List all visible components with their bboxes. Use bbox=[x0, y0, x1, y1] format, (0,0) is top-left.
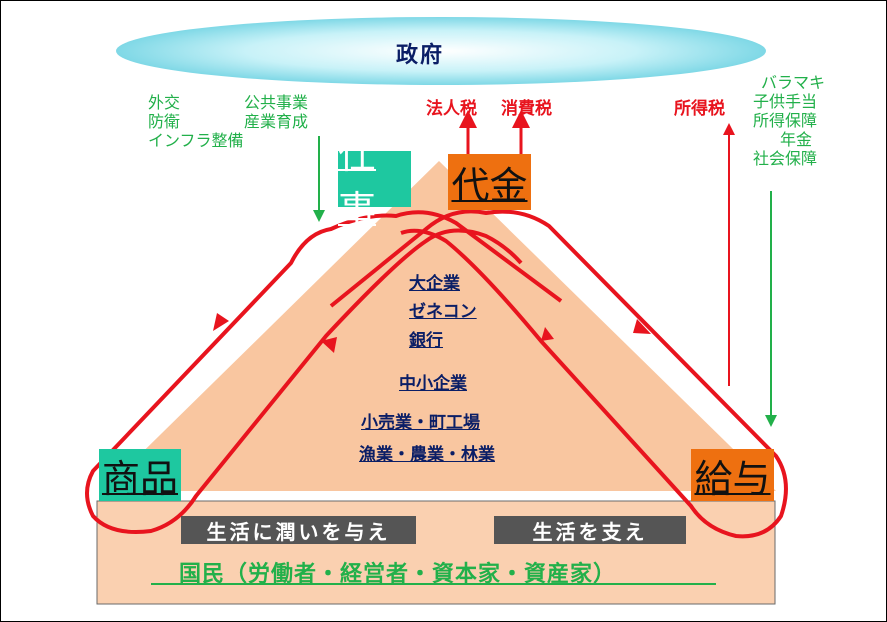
tier-primary-industry: 漁業・農業・林業 bbox=[359, 445, 495, 465]
banner-enrich-life: 生活に潤いを与え bbox=[181, 516, 416, 544]
policy-infrastructure: インフラ整備 bbox=[148, 131, 244, 150]
loop-arrowhead-left-down bbox=[213, 313, 229, 331]
loop-arrowhead-right-up bbox=[541, 327, 554, 341]
payment-salary-loop bbox=[329, 209, 788, 539]
welfare-pension: 年金 bbox=[780, 130, 813, 149]
welfare-social-security: 社会保障 bbox=[753, 149, 818, 168]
banner-support-life: 生活を支え bbox=[494, 516, 686, 544]
tier-large-enterprise: 大企業 bbox=[409, 274, 460, 294]
policy-industry-development: 産業育成 bbox=[244, 112, 309, 131]
work-box: 仕事 bbox=[338, 133, 411, 232]
pyramid bbox=[103, 161, 776, 491]
tier-general-contractor: ゼネコン bbox=[409, 302, 477, 322]
work-goods-loop bbox=[85, 210, 563, 534]
consumption-tax-label: 消費税 bbox=[501, 99, 552, 119]
welfare-income-guarantee: 所得保障 bbox=[753, 111, 818, 130]
citizens-label: 国民（労働者・経営者・資本家・資産家） bbox=[179, 562, 617, 587]
government-ellipse bbox=[116, 17, 766, 85]
policy-defense: 防衛 bbox=[148, 112, 181, 131]
income-tax-label: 所得税 bbox=[674, 99, 725, 119]
policy-diplomacy: 外交 bbox=[148, 93, 181, 112]
loop-arrowhead-right-down bbox=[633, 319, 651, 334]
tier-bank: 銀行 bbox=[409, 331, 443, 351]
goods-box: 商品 bbox=[99, 449, 181, 501]
welfare-child-allowance: 子供手当 bbox=[753, 92, 818, 111]
payment-box: 代金 bbox=[448, 154, 531, 210]
salary-box: 給与 bbox=[691, 449, 774, 501]
loop-arrowhead-left-up bbox=[321, 337, 337, 353]
tier-sme: 中小企業 bbox=[399, 374, 467, 394]
policy-public-works: 公共事業 bbox=[244, 93, 309, 112]
government-label: 政府 bbox=[396, 43, 445, 68]
welfare-handout: バラマキ bbox=[761, 73, 826, 92]
tier-retail-factory: 小売業・町工場 bbox=[361, 413, 480, 433]
corporate-tax-label: 法人税 bbox=[426, 99, 477, 119]
